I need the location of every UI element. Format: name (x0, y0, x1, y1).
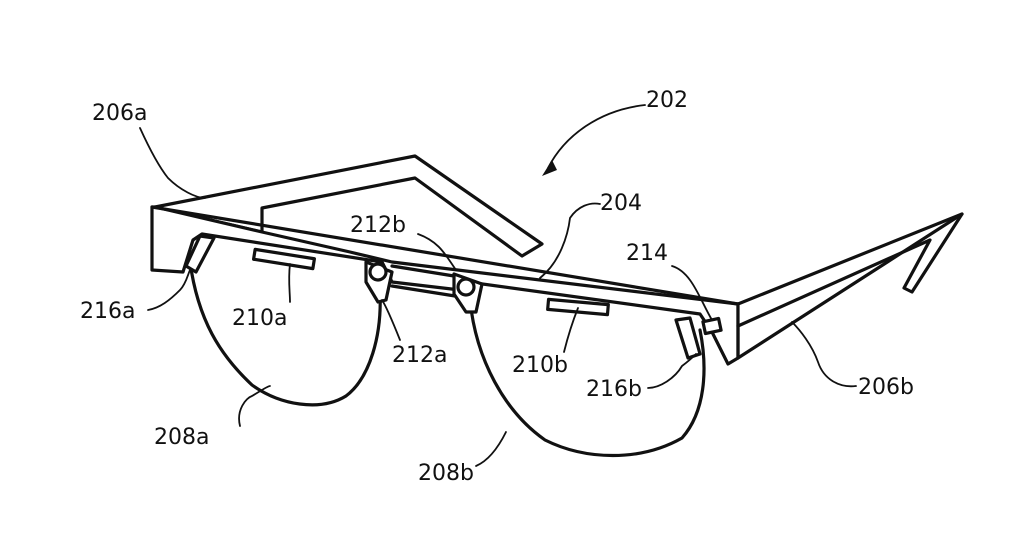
label-210a: 210a (232, 306, 287, 331)
label-206b: 206b (858, 375, 914, 400)
hinge-right (452, 272, 484, 314)
label-216b: 216b (586, 377, 642, 402)
left-pad (184, 234, 216, 274)
label-204: 204 (600, 191, 642, 216)
leader-lines (139, 127, 857, 467)
sensor (701, 316, 723, 336)
bridge-bar (390, 264, 457, 298)
reference-labels: 202 204 206a 206b 208a 208b 210a 210b 21… (80, 88, 914, 486)
left-display (251, 247, 317, 271)
label-210b: 210b (512, 353, 568, 378)
device-arrow (542, 104, 646, 176)
right-pad (674, 316, 702, 360)
right-lens (468, 298, 706, 458)
label-208b: 208b (418, 461, 474, 486)
right-display (546, 297, 610, 317)
left-lens (188, 260, 382, 407)
right-temple-arm (736, 212, 964, 360)
label-202: 202 (646, 88, 688, 113)
label-214: 214 (626, 241, 668, 266)
label-206a: 206a (92, 101, 147, 126)
label-216a: 216a (80, 299, 135, 324)
label-212b: 212b (350, 213, 406, 238)
label-208a: 208a (154, 425, 209, 450)
label-212a: 212a (392, 343, 447, 368)
left-temple-arm (153, 154, 544, 258)
